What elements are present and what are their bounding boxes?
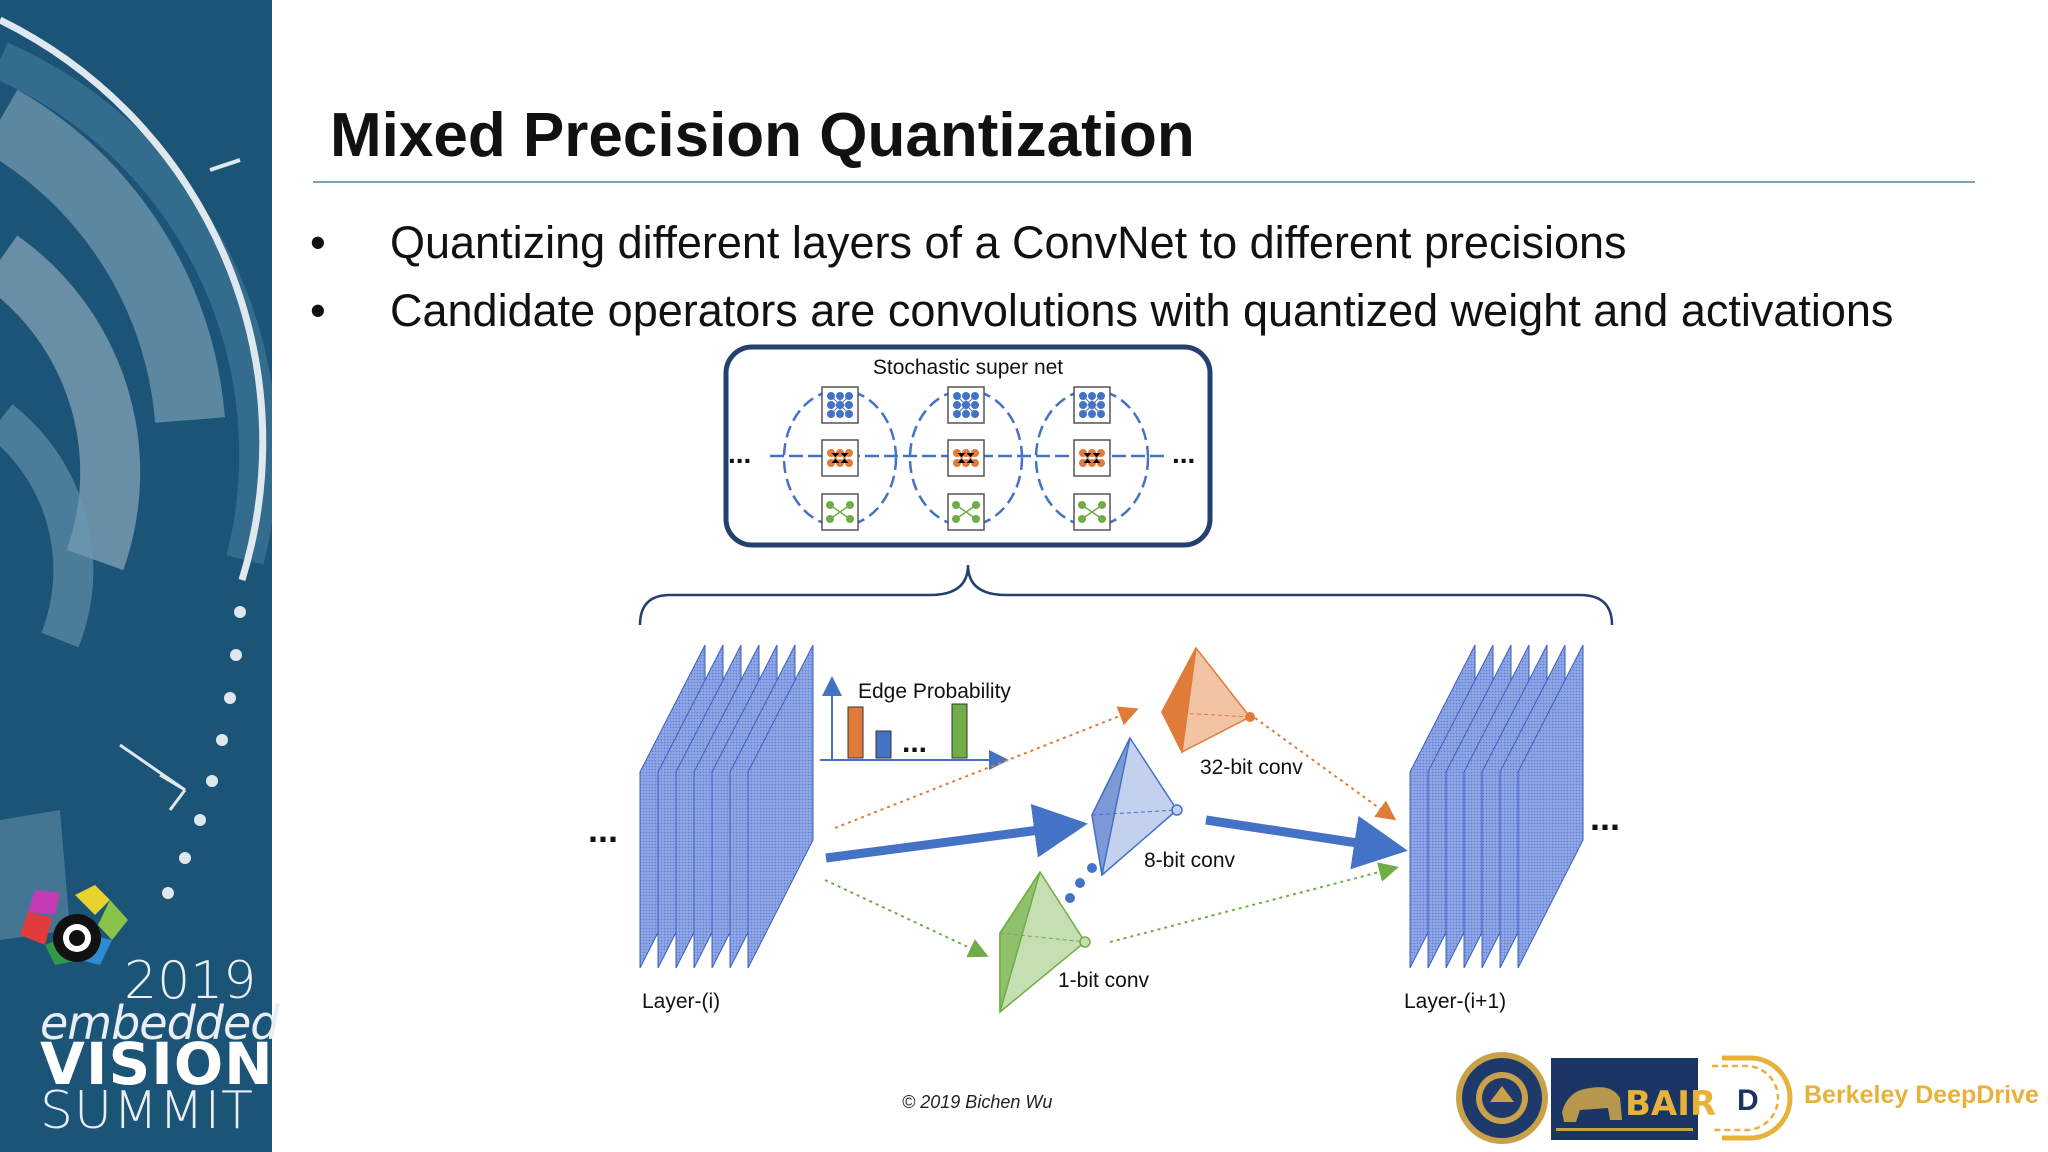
supernet-box: Stochastic super net ... ... <box>723 344 1213 548</box>
sidebar-graphic <box>0 0 272 1152</box>
brace <box>638 564 1614 626</box>
copyright-text: © 2019 Bichen Wu <box>902 1092 1053 1112</box>
summit-logo-icon <box>20 885 128 965</box>
bullet-marker: • <box>310 285 326 336</box>
bair-logo-text: BAIR <box>1625 1084 1717 1124</box>
bullet-marker: • <box>310 217 326 268</box>
edge-bars-ellipsis: ... <box>902 726 927 759</box>
label-8bit-conv: 8-bit conv <box>1144 849 1236 872</box>
supernet-cell <box>782 386 898 531</box>
ellipsis-right: ... <box>1590 797 1620 838</box>
supernet-ellipsis-right: ... <box>1172 438 1195 469</box>
uc-seal-icon <box>1456 1052 1548 1144</box>
label-1bit-conv: 1-bit conv <box>1058 969 1150 992</box>
title-divider <box>313 181 1975 183</box>
edge-probability-label: Edge Probability <box>858 680 1011 703</box>
edge-prob-bar-1-bit <box>951 703 968 759</box>
sidebar-banner: 2019 embedded VISION SUMMIT <box>0 0 280 1152</box>
deepdrive-logo-text: Berkeley DeepDrive <box>1804 1081 2039 1109</box>
slide-title: Mixed Precision Quantization <box>330 101 1195 170</box>
brand-year: 2019 <box>124 951 257 1011</box>
brand-vision: VISION <box>40 1030 274 1098</box>
edge-prob-bar-8-bit <box>875 730 892 759</box>
pyramid-1bit <box>999 870 1091 1014</box>
layer-i-feature-maps <box>639 644 814 969</box>
supernet-ellipsis-left: ... <box>728 438 751 469</box>
layer-i1-feature-maps <box>1409 644 1584 969</box>
supernet-cell <box>1034 386 1150 531</box>
bullet-text: Candidate operators are convolutions wit… <box>390 285 1894 336</box>
label-layer-i: Layer-(i) <box>642 990 720 1013</box>
label-layer-i1: Layer-(i+1) <box>1404 990 1506 1013</box>
brand-embedded: embedded <box>40 996 280 1050</box>
flow-arrow-out <box>1205 815 1408 870</box>
deepdrive-logo-icon: D <box>1712 1055 1793 1141</box>
bair-logo-icon <box>1551 1058 1698 1140</box>
edge-probability-chart: Edge Probability ... <box>820 676 1011 770</box>
label-32bit-conv: 32-bit conv <box>1200 756 1303 779</box>
flow-arrow-in <box>825 803 1088 863</box>
ellipsis-left: ... <box>588 809 618 850</box>
deepdrive-mark: D <box>1737 1084 1759 1117</box>
logo-strip: D <box>1456 1052 1793 1144</box>
pyramid-8bit <box>1091 736 1183 877</box>
pyramid-32bit <box>1161 646 1255 755</box>
brand-summit: SUMMIT <box>40 1081 254 1141</box>
supernet-cell <box>908 386 1024 531</box>
edge-prob-bar-32-bit <box>847 706 864 759</box>
bullet-text: Quantizing different layers of a ConvNet… <box>390 217 1627 268</box>
supernet-title: Stochastic super net <box>873 356 1063 379</box>
